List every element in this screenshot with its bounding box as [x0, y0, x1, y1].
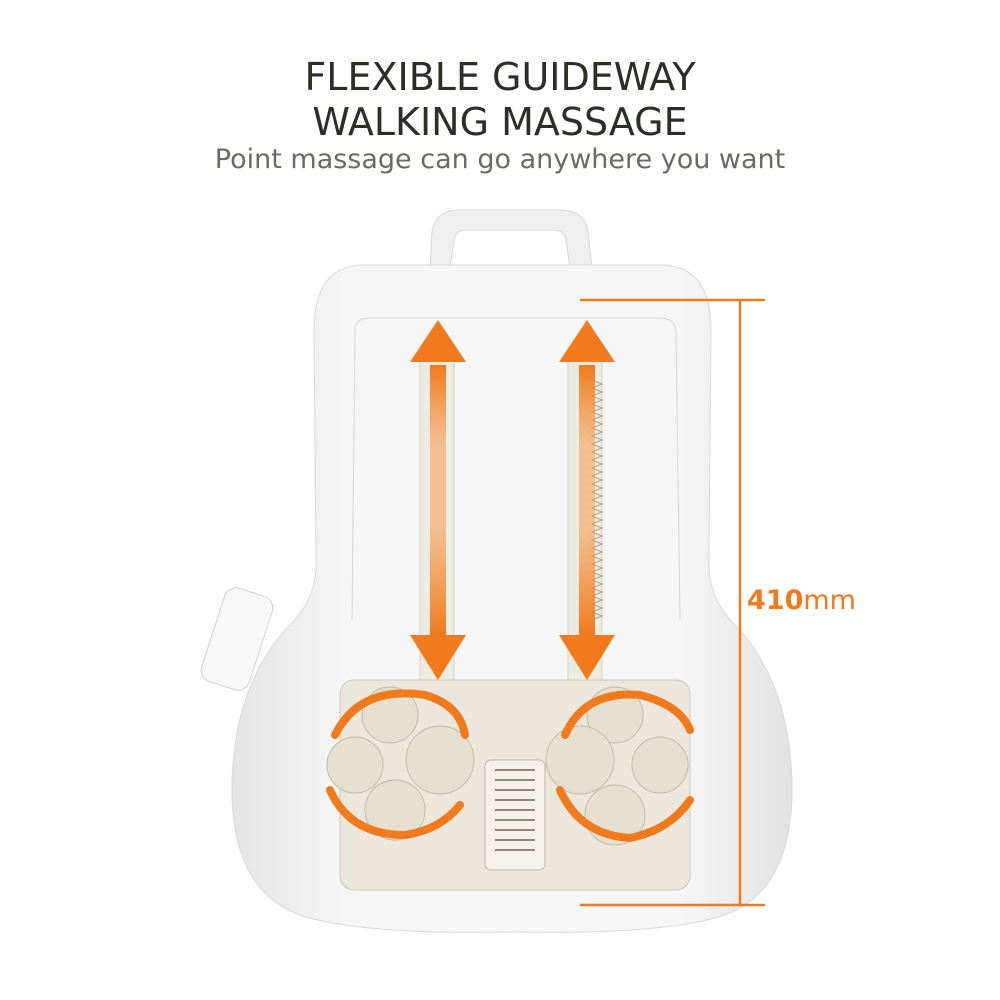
dimension-value: 410	[747, 585, 804, 616]
dimension-label: 410mm	[747, 585, 856, 616]
dimension-line	[580, 298, 765, 907]
rotate-arrow-icon	[331, 689, 469, 739]
headline-line-1: FLEXIBLE GUIDEWAY	[304, 55, 696, 99]
rotate-arrow-icon	[561, 690, 694, 739]
headline-line-2: WALKING MASSAGE	[312, 100, 688, 144]
rotate-arrow-icon	[326, 786, 464, 840]
subtitle: Point massage can go anywhere you want	[214, 144, 786, 175]
dimension-unit: mm	[803, 585, 856, 616]
remote-control	[200, 587, 274, 691]
left-massage-node	[326, 686, 475, 841]
vent-grille	[484, 759, 546, 871]
handle	[429, 209, 593, 269]
up-down-arrow-icon	[559, 320, 615, 680]
up-down-arrow-icon	[410, 320, 466, 680]
rotate-arrow-icon	[556, 786, 694, 843]
